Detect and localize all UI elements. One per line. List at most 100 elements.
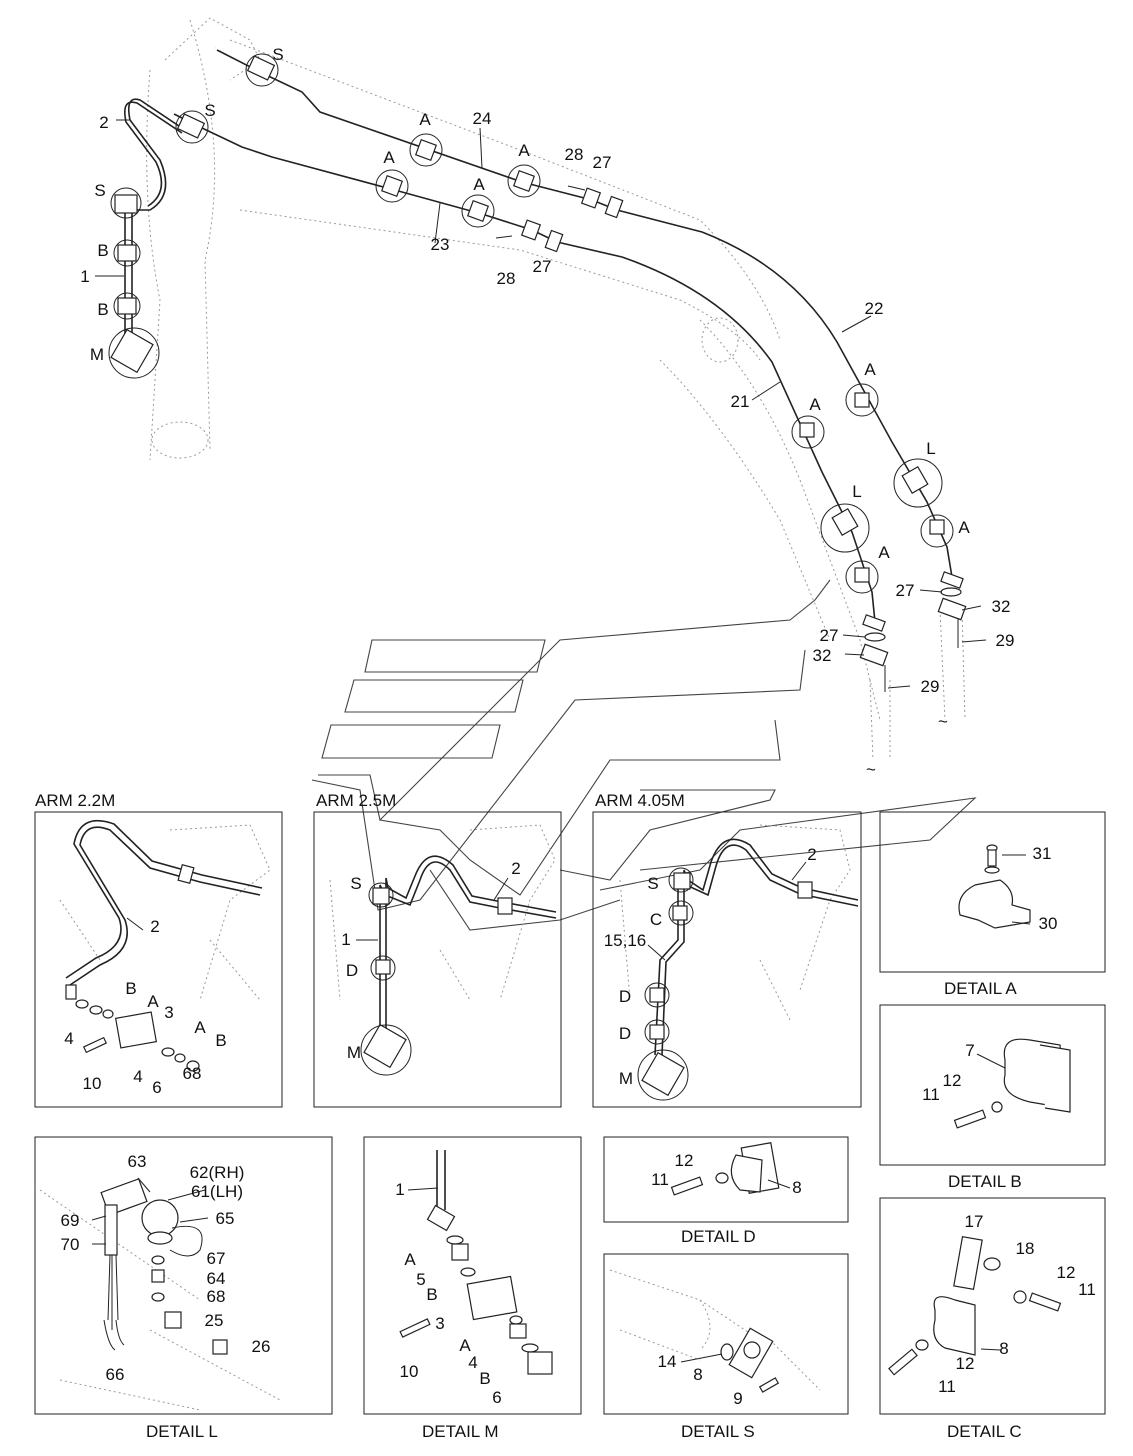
break-mark: ~: [866, 760, 876, 779]
panel6-callout-b: B: [479, 1369, 490, 1388]
arm-2-5m-illustration: [329, 824, 557, 1076]
panel-title-arm-2-5m: ARM 2.5M: [316, 791, 396, 810]
panel4-callout-12: 12: [943, 1071, 962, 1090]
panel8-callout-8: 8: [693, 1365, 702, 1384]
panel5-callout-26: 26: [252, 1337, 271, 1356]
panel0-callout-a: A: [194, 1018, 206, 1037]
panel8-callout-9: 9: [733, 1389, 742, 1408]
panel6-callout-a: A: [404, 1250, 416, 1269]
panel-title-detail-s: DETAIL S: [681, 1422, 755, 1441]
panel4-callout-7: 7: [965, 1041, 974, 1060]
panel0-callout-3: 3: [164, 1003, 173, 1022]
panel-title-detail-d: DETAIL D: [681, 1227, 756, 1246]
main-callout-a: A: [809, 395, 821, 414]
panel0-callout-10: 10: [83, 1074, 102, 1093]
panel5-callout-61-lh-: 61(LH): [191, 1182, 243, 1201]
panel0-callout-6: 6: [152, 1078, 161, 1097]
panel9-callout-11: 11: [1078, 1280, 1096, 1299]
leader-lines: [95, 119, 987, 689]
panel5-callout-69: 69: [61, 1211, 80, 1230]
panel2-callout-m: M: [619, 1069, 633, 1088]
panel8-callout-14: 14: [658, 1352, 677, 1371]
panel-title-detail-c: DETAIL C: [947, 1422, 1022, 1441]
panel0-callout-b: B: [215, 1031, 226, 1050]
panel5-callout-68: 68: [207, 1287, 226, 1306]
panel5-callout-65: 65: [216, 1209, 235, 1228]
main-pipes: [110, 47, 967, 692]
panel-title-detail-l: DETAIL L: [146, 1422, 218, 1441]
panel0-callout-4: 4: [133, 1067, 142, 1086]
panel5-callout-64: 64: [207, 1269, 226, 1288]
main-callout-27: 27: [820, 626, 839, 645]
panel-title-detail-m: DETAIL M: [422, 1422, 499, 1441]
panel2-callout-c: C: [650, 910, 662, 929]
main-callout-1: 1: [80, 267, 89, 286]
panel-title-detail-a: DETAIL A: [944, 979, 1017, 998]
panel9-callout-17: 17: [965, 1212, 984, 1231]
main-callout-a: A: [878, 543, 890, 562]
panel1-callout-m: M: [347, 1043, 361, 1062]
main-callout-l: L: [926, 439, 935, 458]
break-mark: ~: [938, 712, 948, 731]
panel0-callout-68: 68: [183, 1064, 202, 1083]
watermark-logo: [311, 579, 977, 931]
main-callout-29: 29: [921, 677, 940, 696]
panel6-callout-6: 6: [492, 1388, 501, 1407]
main-callout-a: A: [518, 141, 530, 160]
main-callout-b: B: [97, 241, 108, 260]
panel-titles: ARM 2.2M ARM 2.5M ARM 4.05M DETAIL A DET…: [35, 791, 1022, 1441]
panel1-callout-s: S: [350, 874, 361, 893]
main-callout-s: S: [204, 101, 215, 120]
main-callout-s: S: [94, 181, 105, 200]
main-callout-27: 27: [593, 153, 612, 172]
boom-outline: ~ ~: [146, 17, 966, 779]
panel2-callout-s: S: [647, 874, 658, 893]
panel0-callout-2: 2: [150, 917, 159, 936]
main-callout-28: 28: [497, 269, 516, 288]
detail-m-illustration: [399, 1150, 553, 1375]
panel0-callout-a: A: [147, 992, 159, 1011]
panel5-callout-25: 25: [205, 1311, 224, 1330]
panel6-callout-b: B: [426, 1285, 437, 1304]
panel-title-arm-2-2m: ARM 2.2M: [35, 791, 115, 810]
panel2-callout-15-16: 15,16: [604, 931, 647, 950]
detail-s-illustration: [609, 1269, 821, 1393]
panel9-callout-11: 11: [938, 1377, 956, 1396]
main-callout-m: M: [90, 345, 104, 364]
detail-a-illustration: [958, 844, 1031, 929]
panel0-callout-b: B: [125, 979, 136, 998]
main-callout-l: L: [852, 482, 861, 501]
panel2-callout-d: D: [619, 987, 631, 1006]
panel7-callout-8: 8: [792, 1178, 801, 1197]
main-callout-21: 21: [731, 392, 750, 411]
main-callout-a: A: [473, 175, 485, 194]
detail-l-illustration: [39, 1177, 281, 1411]
main-callout-29: 29: [996, 631, 1015, 650]
panel9-callout-12: 12: [956, 1354, 975, 1373]
main-callout-32: 32: [992, 597, 1011, 616]
panel7-callout-12: 12: [675, 1151, 694, 1170]
panel4-callout-11: 11: [922, 1085, 940, 1104]
detail-c-illustration: [888, 1235, 1062, 1376]
panel6-callout-4: 4: [468, 1353, 477, 1372]
panel9-callout-18: 18: [1016, 1239, 1035, 1258]
main-callout-27: 27: [896, 581, 915, 600]
detail-callout-circles: [108, 53, 954, 594]
detail-d-illustration: [670, 1142, 791, 1196]
panel6-callout-5: 5: [416, 1270, 425, 1289]
panel9-callout-12: 12: [1057, 1263, 1076, 1282]
main-callout-a: A: [383, 148, 395, 167]
arm-2-2m-illustration: [59, 819, 271, 1072]
panel-title-arm-4-05m: ARM 4.05M: [595, 791, 685, 810]
panel-title-detail-b: DETAIL B: [948, 1172, 1022, 1191]
panel5-callout-70: 70: [61, 1235, 80, 1254]
panel5-callout-63: 63: [128, 1152, 147, 1171]
panel5-callout-66: 66: [106, 1365, 125, 1384]
main-callout-23: 23: [431, 235, 450, 254]
arm-4-05m-illustration: [619, 824, 859, 1101]
detail-b-illustration: [953, 1038, 1071, 1129]
main-callout-2: 2: [99, 113, 108, 132]
main-callout-24: 24: [473, 109, 492, 128]
